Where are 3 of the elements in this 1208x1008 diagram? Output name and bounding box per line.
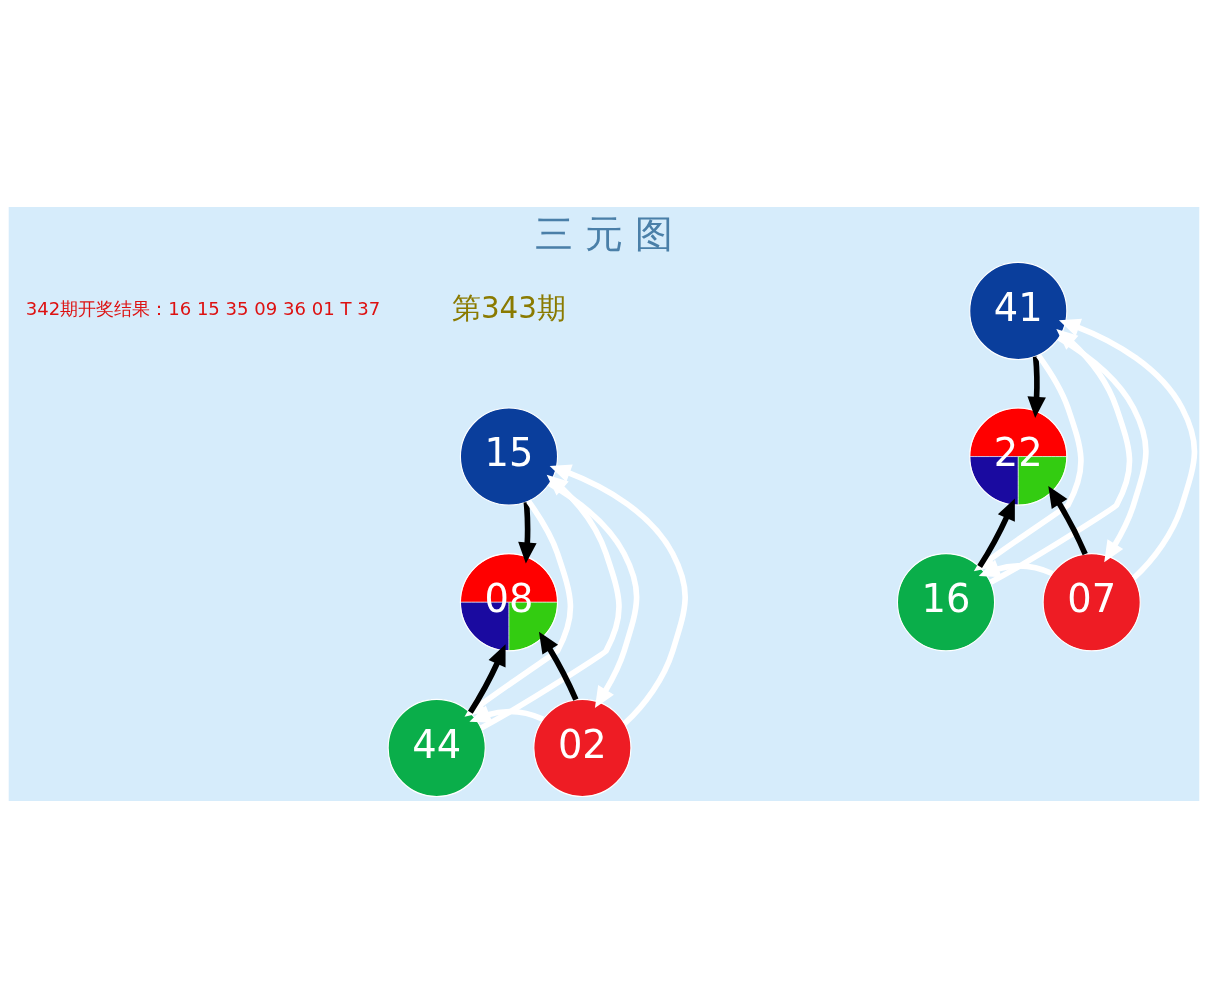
label: 342期开奖结果：16 15 35 09 36 01 T 37	[25, 298, 381, 320]
label: 第343期	[451, 291, 566, 326]
diagram-title: 三 元 图	[534, 210, 674, 256]
